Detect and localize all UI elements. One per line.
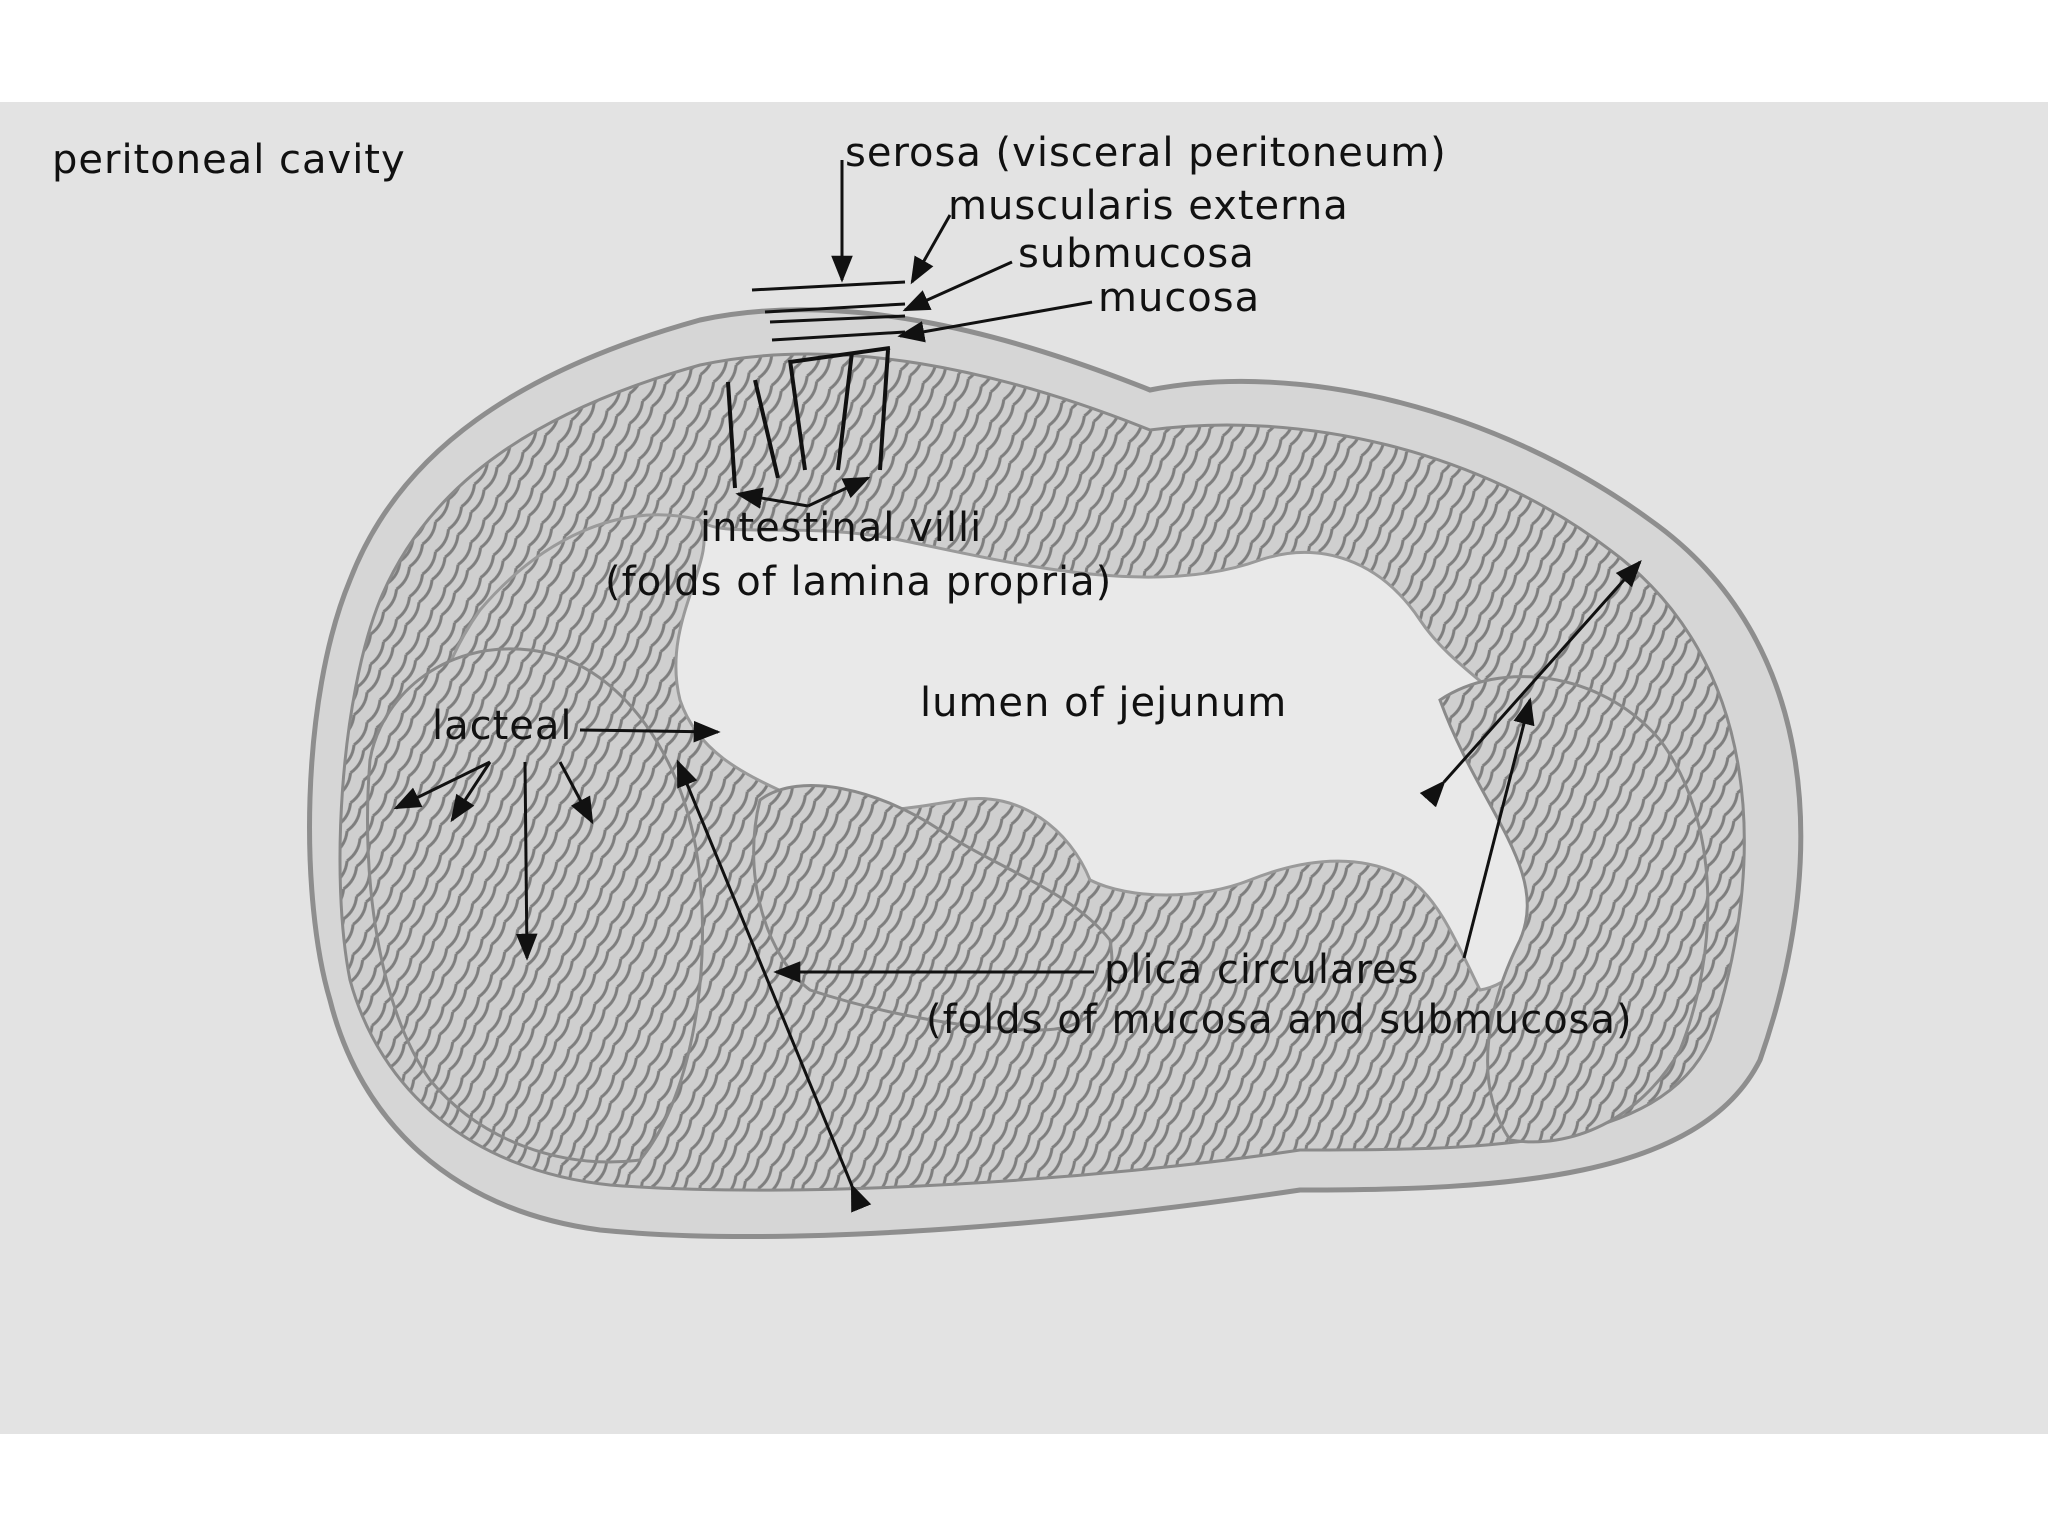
- lacteal-arrow-5: [579, 720, 721, 743]
- label-plica-circulares: plica circulares: [1104, 947, 1420, 993]
- lacteal-arrow-1: [393, 760, 491, 810]
- label-mucosa: mucosa: [1098, 275, 1261, 321]
- villi-outline-markers: [726, 346, 891, 489]
- lacteal-arrow-2: [450, 761, 492, 823]
- wall-layer-lines: [751, 280, 906, 342]
- label-plica-folds: (folds of mucosa and submucosa): [926, 997, 1633, 1043]
- plica-arrow-right: [1462, 697, 1535, 959]
- lacteal-arrow-3: [515, 761, 538, 961]
- plica-double-arrow-left: [676, 759, 872, 1213]
- villi-arrow-right: [807, 476, 871, 508]
- lumen-of-jejunum: [416, 513, 1567, 992]
- label-lacteal: lacteal: [432, 703, 573, 749]
- label-muscularis-externa: muscularis externa: [948, 183, 1349, 229]
- label-lumen: lumen of jejunum: [920, 680, 1288, 726]
- plica-double-arrow-right: [1419, 559, 1642, 808]
- label-villi-folds: (folds of lamina propria): [605, 559, 1113, 605]
- annotation-arrows: [393, 160, 1642, 1213]
- label-serosa: serosa (visceral peritoneum): [845, 130, 1447, 176]
- label-submucosa: submucosa: [1018, 231, 1255, 277]
- label-intestinal-villi: intestinal villi: [700, 505, 983, 551]
- muscularis-arrow: [910, 214, 952, 285]
- submucosa-arrow: [902, 260, 1013, 312]
- lacteal-arrow-4: [558, 761, 594, 825]
- label-peritoneal-cavity: peritoneal cavity: [52, 137, 406, 183]
- villi-arrow-left: [735, 487, 809, 509]
- mucosa-arrow: [897, 300, 1093, 343]
